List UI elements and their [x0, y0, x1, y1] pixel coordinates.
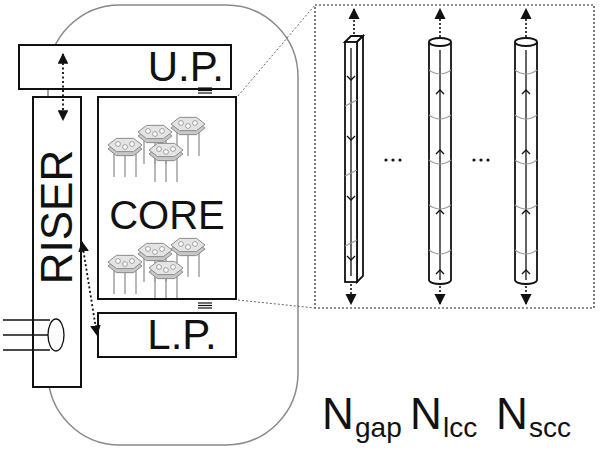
plenum-box: U.P. [18, 44, 232, 90]
flow-arrow [82, 242, 97, 335]
zoom-leader [238, 5, 315, 96]
channel-count-label: N [496, 392, 528, 436]
core-box: CORE [97, 96, 237, 300]
lcc-channel [429, 38, 451, 284]
flow-arrow [62, 54, 64, 120]
zoom-leader [238, 300, 315, 308]
subscript-label: scc [529, 414, 571, 442]
node-label: L.P. [147, 315, 216, 355]
ellipsis-dots [384, 158, 489, 161]
subscript-label: gap [355, 414, 402, 442]
plenum-box: L.P. [97, 312, 237, 358]
riser-box: RISER [32, 96, 82, 388]
node-label: CORE [109, 196, 225, 234]
plenum-grid-marks [198, 88, 212, 308]
gap-channel [345, 36, 363, 282]
scc-channel [515, 38, 537, 284]
node-label: RISER [36, 150, 78, 284]
channel-flow-arrows [351, 9, 526, 304]
channel-details [345, 48, 537, 280]
subscript-label: lcc [443, 414, 477, 442]
inlet-pipes [3, 319, 64, 351]
channel-count-label: N [410, 392, 442, 436]
node-label: U.P. [148, 47, 224, 87]
zoom-frame [315, 5, 594, 308]
channel-count-label: N [322, 392, 354, 436]
